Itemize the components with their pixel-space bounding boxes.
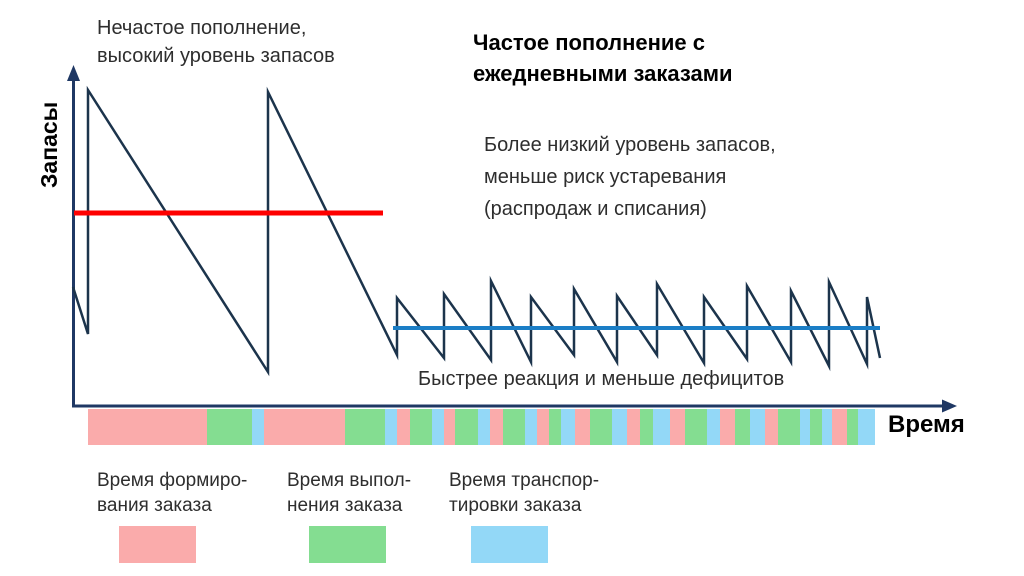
timeline-segment-pink [397,409,410,445]
annotation-frequent-replenishment-title: Частое пополнение с ежедневными заказами [473,30,733,86]
timeline-segment-green [810,409,822,445]
timeline-segment-blue [525,409,537,445]
legend-item-order-transport: Время транспор- тировки заказа [449,468,599,563]
legend-swatch-blue [471,526,548,563]
y-axis-label: Запасы [36,101,62,188]
timeline-segment-green [735,409,750,445]
timeline-segment-blue [653,409,670,445]
timeline-segment-blue [432,409,444,445]
timeline-segment-green [207,409,252,445]
timeline-segment-green [685,409,707,445]
timeline-segment-pink [537,409,549,445]
timeline-segment-blue [612,409,627,445]
legend-item-order-fulfillment: Время выпол- нения заказа [287,468,411,563]
legend-label-order-transport: Время транспор- тировки заказа [449,470,600,516]
timeline-segment-pink [490,409,503,445]
timeline-segment-pink [88,409,207,445]
legend-swatch-green [309,526,386,563]
timeline-segment-blue [385,409,397,445]
timeline-segment-green [778,409,800,445]
timeline-segment-pink [575,409,590,445]
timeline-segment-green [640,409,653,445]
timeline-segment-pink [765,409,778,445]
timeline-segment-blue [800,409,810,445]
timeline-segment-pink [832,409,847,445]
timeline-segment-blue [478,409,490,445]
timeline-segment-green [455,409,478,445]
timeline-segment-green [503,409,525,445]
timeline-segment-blue [750,409,765,445]
annotation-frequent-benefits: Более низкий уровень запасов, меньше рис… [484,134,776,220]
timeline-segment-blue [252,409,264,445]
timeline-segment-pink [720,409,735,445]
timeline-segment-green [549,409,561,445]
timeline-segment-blue [858,409,875,445]
annotation-infrequent-replenishment: Нечастое пополнение, высокий уровень зап… [97,17,335,67]
series-inventory-level-sawtooth [71,85,882,377]
timeline-segment-pink [264,409,345,445]
timeline-segment-pink [627,409,640,445]
legend-label-order-forming: Время формиро- вания заказа [97,470,248,516]
timeline-segment-pink [444,409,455,445]
timeline-segment-green [410,409,432,445]
timeline-segment-green [590,409,612,445]
legend-label-order-fulfillment: Время выпол- нения заказа [287,470,412,516]
timeline-segment-green [847,409,858,445]
legend-item-order-forming: Время формиро- вания заказа [97,468,247,563]
annotation-faster-reaction: Быстрее реакция и меньше дефицитов [418,368,785,390]
timeline-segment-blue [561,409,575,445]
x-axis-label: Время [888,411,965,438]
timeline-segment-pink [670,409,685,445]
timeline-segment-green [345,409,385,445]
legend-swatch-pink [119,526,196,563]
y-axis-arrow-icon [67,65,80,81]
timeline-segment-blue [822,409,832,445]
x-axis-arrow-icon [942,399,957,413]
timeline-segment-blue [707,409,720,445]
